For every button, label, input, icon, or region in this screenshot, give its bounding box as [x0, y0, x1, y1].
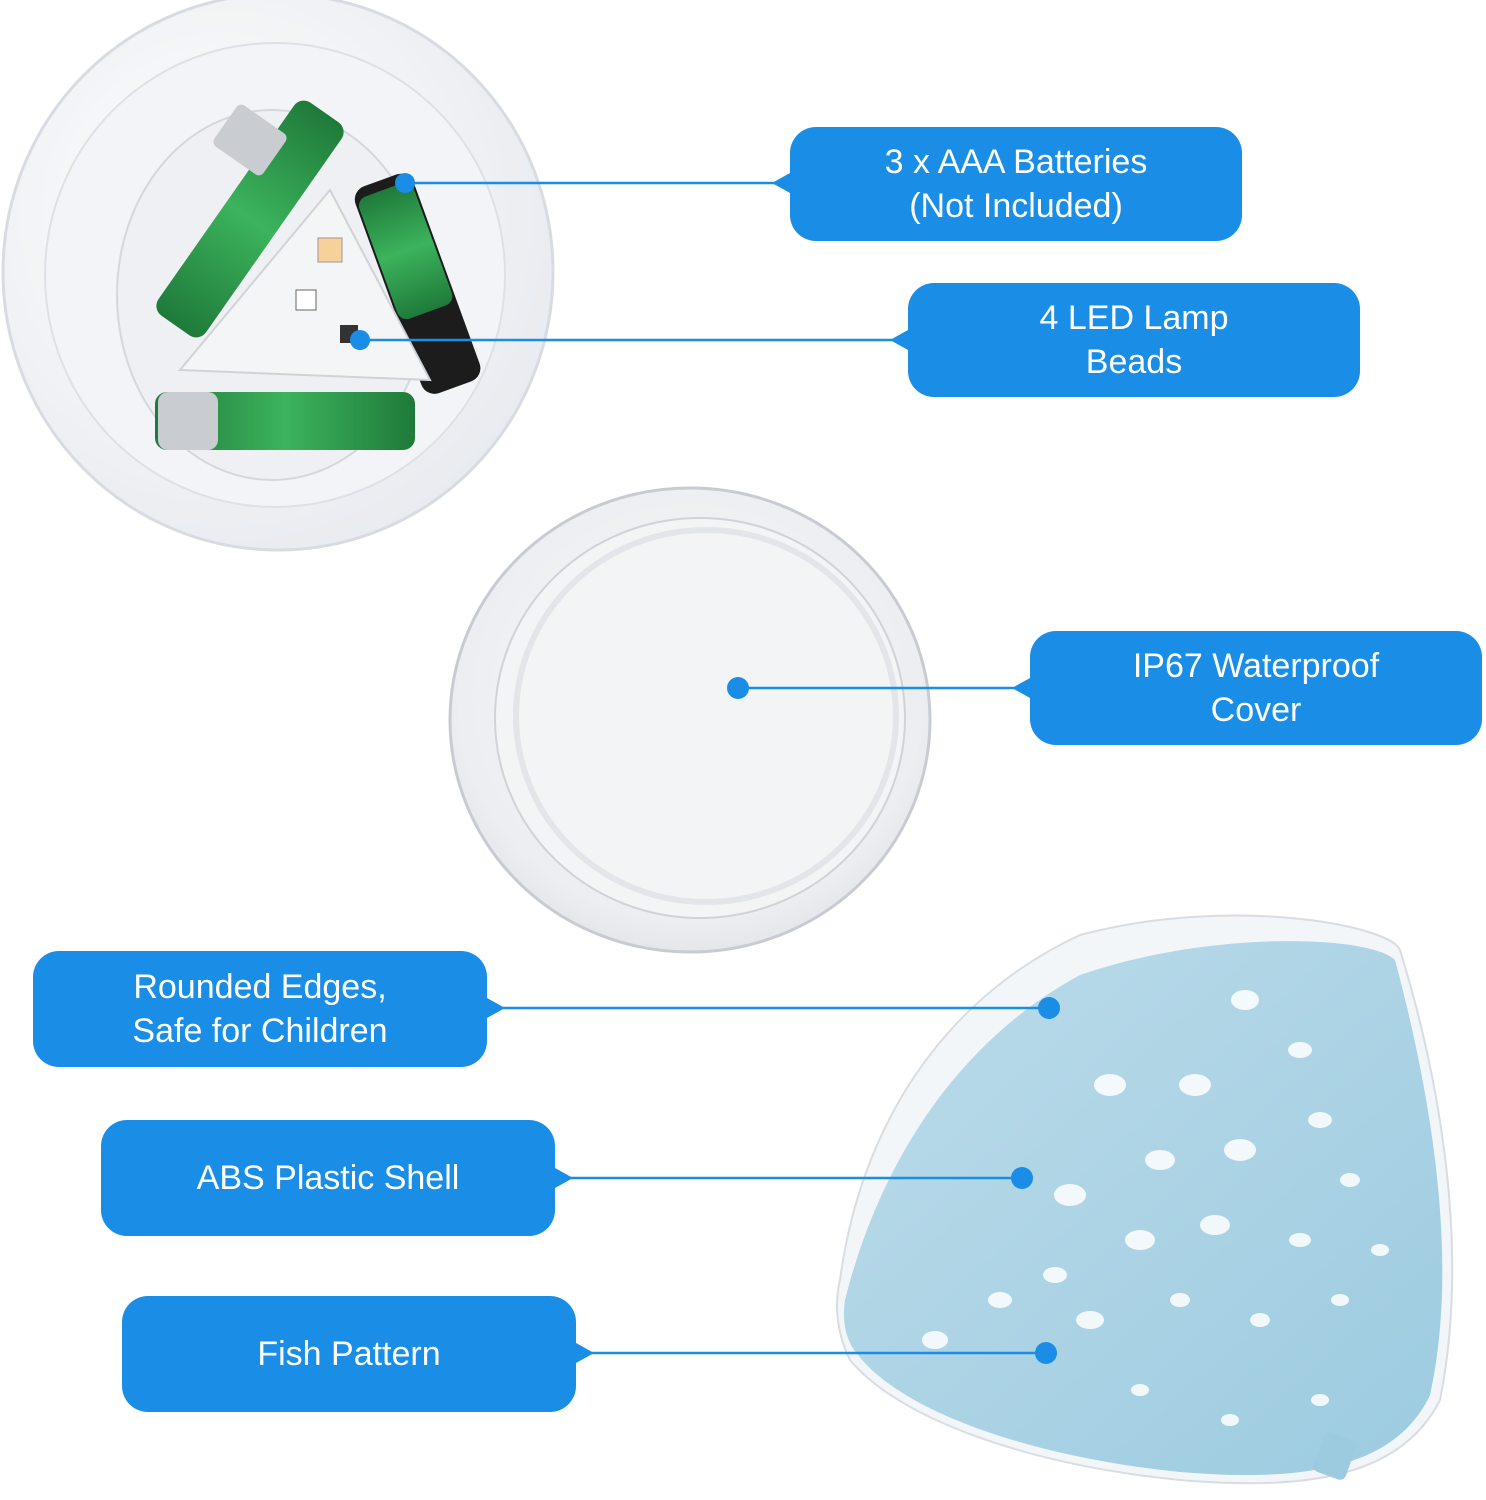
led-callout-line1: 4 LED Lamp	[1039, 299, 1229, 337]
batteries-callout-line2: (Not Included)	[909, 187, 1123, 225]
led-bead-icon	[295, 289, 317, 311]
waterproof-callout: IP67 Waterproof Cover	[1030, 631, 1482, 745]
edges-callout: Rounded Edges, Safe for Children	[33, 951, 487, 1067]
pattern-callout-line1: Fish Pattern	[257, 1335, 441, 1373]
led-callout: 4 LED Lamp Beads	[908, 283, 1360, 397]
waterproof-callout-line2: Cover	[1210, 691, 1302, 729]
transparent-cover-illustration	[448, 486, 932, 954]
batteries-callout: 3 x AAA Batteries (Not Included)	[790, 127, 1242, 241]
shell-callout: ABS Plastic Shell	[101, 1120, 555, 1236]
pattern-callout: Fish Pattern	[122, 1296, 576, 1412]
battery-icon	[155, 392, 415, 450]
led-callout-line2: Beads	[1085, 343, 1183, 381]
edges-callout-line1: Rounded Edges,	[133, 968, 387, 1006]
battery-compartment-illustration	[1, 0, 555, 552]
circuit-board-icon	[177, 188, 432, 382]
fish-shell-illustration	[836, 914, 1454, 1485]
batteries-callout-line1: 3 x AAA Batteries	[884, 143, 1148, 181]
led-bead-icon	[317, 237, 343, 263]
leader-lines	[360, 173, 1049, 1363]
battery-icon	[156, 100, 344, 338]
fish-cutout-icon	[922, 990, 1389, 1426]
waterproof-callout-line1: IP67 Waterproof	[1132, 647, 1380, 685]
edges-callout-line2: Safe for Children	[132, 1012, 388, 1050]
shell-callout-line1: ABS Plastic Shell	[196, 1159, 460, 1197]
